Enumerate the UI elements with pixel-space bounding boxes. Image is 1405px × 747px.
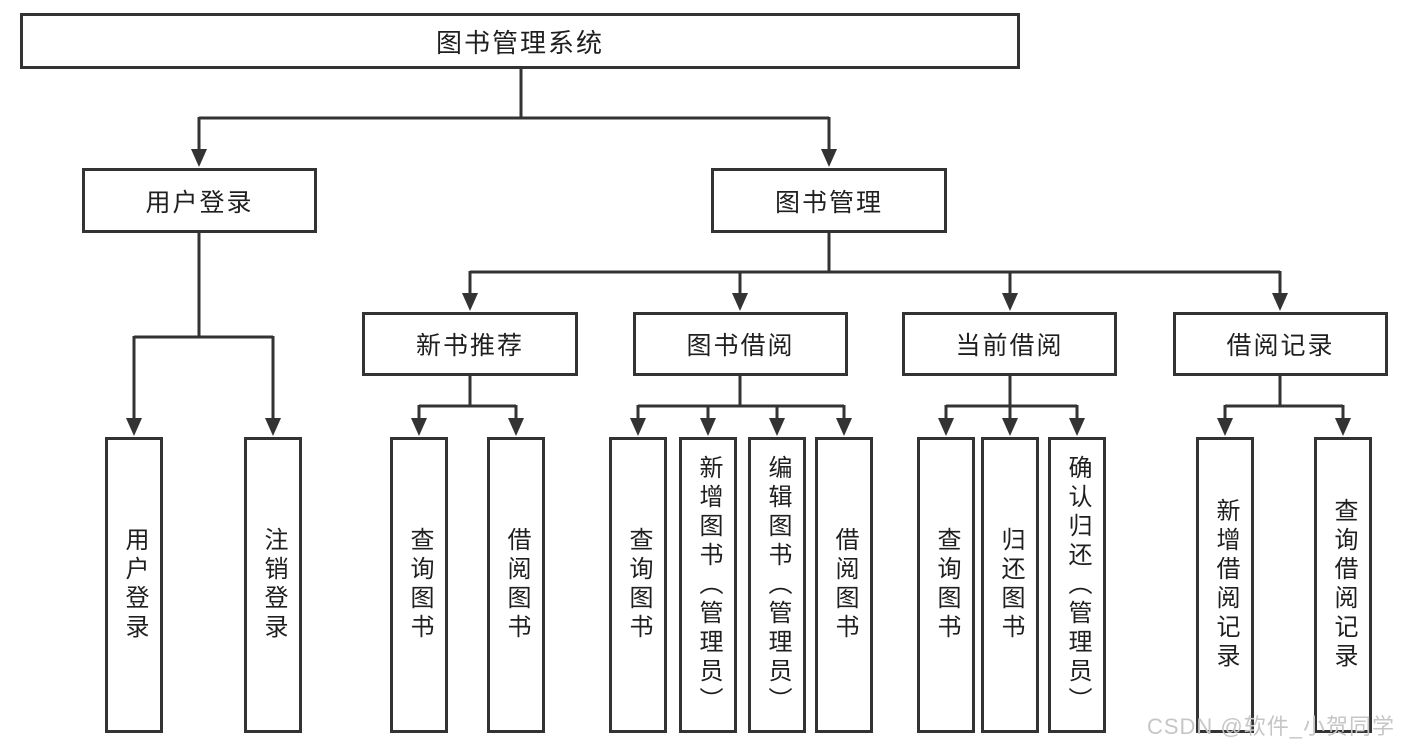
node-borrowing-records: 借阅记录 — [1173, 312, 1388, 376]
watermark: CSDN @软件_小贺同学 — [1146, 714, 1395, 739]
arrowhead — [265, 418, 281, 436]
leaf-label: 用户登录 — [121, 527, 148, 643]
node-user-login: 用户登录 — [82, 168, 317, 233]
arrowhead — [630, 418, 646, 436]
leaf-borrowing-query-books: 查询图书 — [609, 437, 667, 733]
leaf-label: 借阅图书 — [831, 527, 858, 643]
node-current-borrowing: 当前借阅 — [902, 312, 1117, 376]
leaf-current-query-books: 查询图书 — [917, 437, 975, 733]
arrowhead — [1002, 293, 1018, 311]
leaf-confirm-return-admin: 确认归还（管理员） — [1048, 437, 1106, 733]
arrowhead — [1002, 418, 1018, 436]
arrowhead — [700, 418, 716, 436]
leaf-label: 编辑图书（管理员） — [764, 454, 791, 716]
arrowhead — [462, 293, 478, 311]
arrowhead — [732, 293, 748, 311]
arrowhead — [126, 418, 142, 436]
leaf-user-login: 用户登录 — [105, 437, 163, 733]
leaf-return-book: 归还图书 — [981, 437, 1039, 733]
leaf-label: 查询图书 — [933, 527, 960, 643]
leaf-edit-book-admin: 编辑图书（管理员） — [748, 437, 806, 733]
node-root: 图书管理系统 — [20, 13, 1020, 69]
arrowhead — [508, 418, 524, 436]
leaf-label: 注销登录 — [260, 527, 287, 643]
arrowhead — [938, 418, 954, 436]
leaf-query-borrow-record: 查询借阅记录 — [1314, 437, 1372, 733]
arrowhead — [1069, 418, 1085, 436]
leaf-label: 新增借阅记录 — [1212, 498, 1239, 672]
arrowhead — [1272, 293, 1288, 311]
node-book-borrowing: 图书借阅 — [633, 312, 848, 376]
leaf-label: 查询图书 — [625, 527, 652, 643]
leaf-label: 归还图书 — [997, 527, 1024, 643]
leaf-label: 查询图书 — [406, 527, 433, 643]
node-new-book-recommendation: 新书推荐 — [362, 312, 578, 376]
leaf-borrowing-borrow-books: 借阅图书 — [815, 437, 873, 733]
leaf-logout: 注销登录 — [244, 437, 302, 733]
leaf-add-borrow-record: 新增借阅记录 — [1196, 437, 1254, 733]
leaf-label: 确认归还（管理员） — [1064, 454, 1091, 716]
leaf-recommend-borrow-books: 借阅图书 — [487, 437, 545, 733]
arrowhead — [836, 418, 852, 436]
leaf-add-book-admin: 新增图书（管理员） — [679, 437, 737, 733]
arrowheads — [126, 149, 1351, 436]
arrowhead — [411, 418, 427, 436]
arrowhead — [821, 149, 837, 167]
arrowhead — [769, 418, 785, 436]
leaf-label: 借阅图书 — [503, 527, 530, 643]
leaf-label: 查询借阅记录 — [1330, 498, 1357, 672]
node-book-management: 图书管理 — [711, 168, 947, 233]
arrowhead — [191, 149, 207, 167]
connector-paths — [132, 69, 1345, 421]
leaf-recommend-query-books: 查询图书 — [390, 437, 448, 733]
leaf-label: 新增图书（管理员） — [695, 454, 722, 716]
arrowhead — [1335, 418, 1351, 436]
arrowhead — [1217, 418, 1233, 436]
